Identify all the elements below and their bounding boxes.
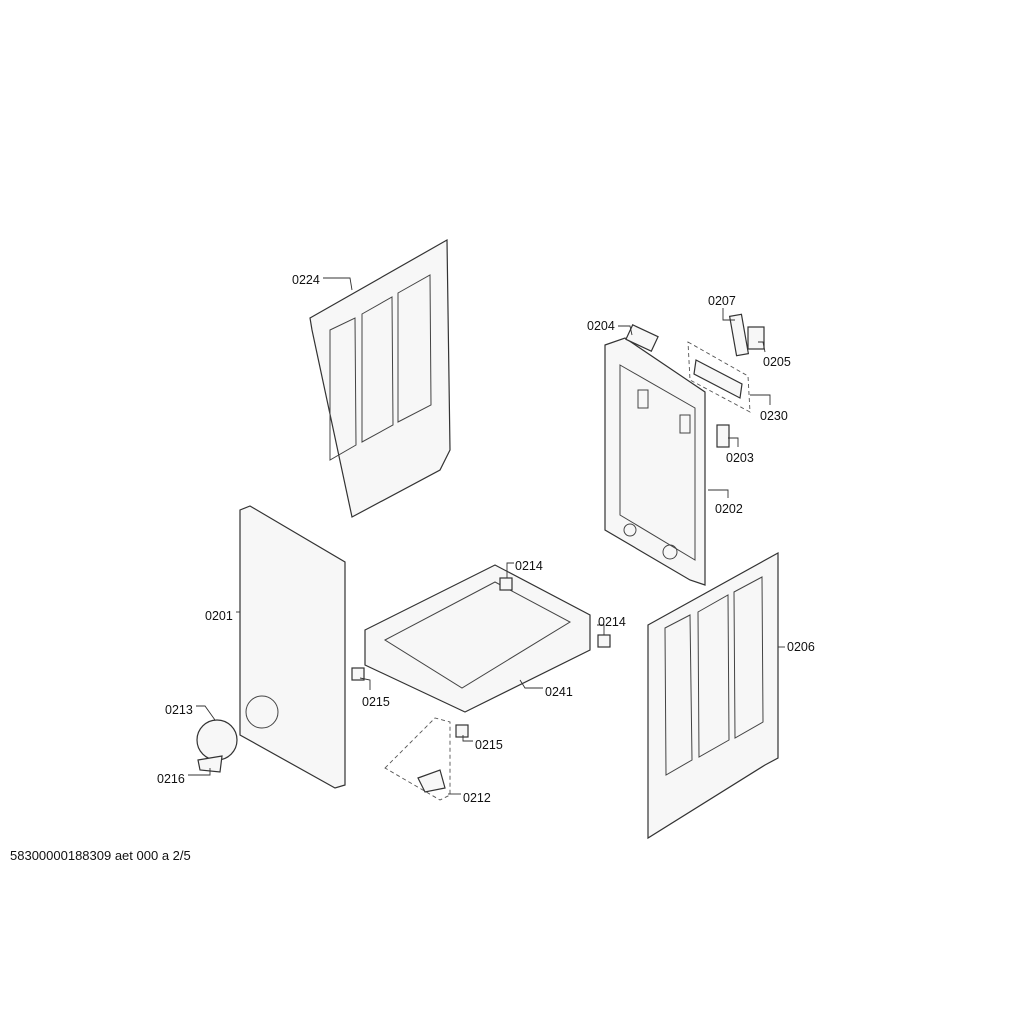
part-0206-right-panel bbox=[647, 551, 779, 840]
label-0203: 0203 bbox=[726, 451, 754, 465]
label-0213: 0213 bbox=[165, 703, 193, 717]
label-0201: 0201 bbox=[205, 609, 233, 623]
label-0204: 0204 bbox=[587, 319, 615, 333]
part-0224-top-panel bbox=[309, 238, 451, 518]
label-0214: 0214 bbox=[598, 615, 626, 629]
label-0212: 0212 bbox=[463, 791, 491, 805]
label-0230: 0230 bbox=[760, 409, 788, 423]
part-0201-front-panel bbox=[239, 505, 346, 789]
label-0215: 0215 bbox=[362, 695, 390, 709]
label-0224: 0224 bbox=[292, 273, 320, 287]
label-0207: 0207 bbox=[708, 294, 736, 308]
label-0205: 0205 bbox=[763, 355, 791, 369]
label-0202: 0202 bbox=[715, 502, 743, 516]
part-0215-foot bbox=[455, 724, 469, 738]
part-0207 bbox=[728, 313, 750, 357]
part-0215-foot bbox=[351, 667, 365, 681]
label-0214: 0214 bbox=[515, 559, 543, 573]
part-0241-base bbox=[364, 564, 591, 713]
part-0202-back-frame bbox=[604, 337, 706, 586]
document-reference: 58300000188309 aet 000 a 2/5 bbox=[10, 848, 191, 863]
part-0214-foot bbox=[499, 577, 513, 591]
part-0230 bbox=[687, 341, 751, 413]
part-0212 bbox=[384, 717, 451, 801]
label-0206: 0206 bbox=[787, 640, 815, 654]
label-0241: 0241 bbox=[545, 685, 573, 699]
part-0216 bbox=[197, 755, 223, 773]
part-0203 bbox=[716, 424, 730, 448]
part-0205 bbox=[747, 326, 765, 350]
leader-lines bbox=[188, 277, 785, 795]
part-0213 bbox=[196, 719, 238, 761]
label-0216: 0216 bbox=[157, 772, 185, 786]
label-0215: 0215 bbox=[475, 738, 503, 752]
part-0214-foot bbox=[597, 634, 611, 648]
part-0204 bbox=[625, 324, 659, 352]
